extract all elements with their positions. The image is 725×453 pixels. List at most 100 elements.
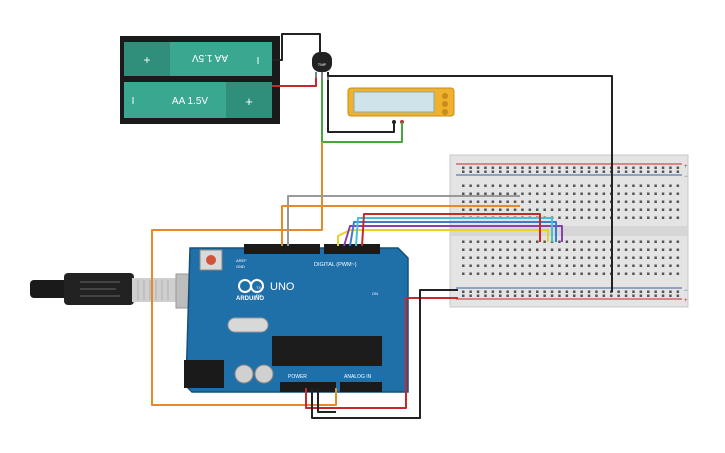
- breadboard-hole: [565, 256, 569, 259]
- wire-black-sensor: [327, 72, 613, 292]
- breadboard-hole: [469, 184, 472, 187]
- breadboard-hole: [654, 248, 657, 251]
- breadboard-hole: [617, 166, 620, 169]
- breadboard-hole: [543, 248, 546, 251]
- breadboard-hole: [558, 192, 561, 195]
- breadboard-hole: [617, 170, 620, 173]
- breadboard-hole: [580, 256, 583, 259]
- breadboard-hole: [506, 166, 509, 169]
- breadboard-hole: [587, 248, 591, 251]
- breadboard-hole: [550, 248, 554, 251]
- breadboard-hole: [521, 272, 524, 275]
- breadboard-hole: [543, 240, 546, 243]
- breadboard-hole: [484, 166, 487, 169]
- breadboard-hole: [587, 290, 591, 293]
- breadboard-hole: [513, 240, 517, 243]
- multimeter[interactable]: [347, 87, 455, 124]
- breadboard-hole: [558, 200, 561, 203]
- breadboard-hole: [602, 290, 606, 293]
- breadboard-hole: [587, 264, 591, 267]
- breadboard-hole: [661, 248, 665, 251]
- breadboard-hole: [580, 170, 583, 173]
- breadboard-hole: [654, 216, 657, 219]
- breadboard-hole: [558, 248, 561, 251]
- breadboard-hole: [676, 170, 680, 173]
- breadboard-hole: [491, 240, 495, 243]
- breadboard-hole: [617, 216, 620, 219]
- breadboard-hole: [462, 170, 465, 173]
- breadboard-hole: [602, 264, 606, 267]
- breadboard-hole: [580, 272, 583, 275]
- breadboard-hole: [528, 290, 532, 293]
- breadboard-hole: [469, 294, 472, 297]
- breadboard-hole: [595, 272, 598, 275]
- breadboard-hole: [558, 208, 561, 211]
- bb-minus-top: −: [684, 174, 688, 180]
- breadboard-hole: [654, 170, 657, 173]
- breadboard-hole: [462, 200, 465, 203]
- breadboard-hole: [528, 166, 532, 169]
- breadboard-hole: [647, 184, 650, 187]
- breadboard-hole: [499, 184, 502, 187]
- breadboard-hole: [602, 166, 606, 169]
- breadboard-hole: [617, 240, 620, 243]
- breadboard-hole: [602, 294, 606, 297]
- breadboard-hole: [506, 240, 509, 243]
- breadboard-hole: [462, 184, 465, 187]
- breadboard-hole: [484, 192, 487, 195]
- breadboard-hole: [536, 184, 539, 187]
- breadboard-hole: [536, 256, 539, 259]
- breadboard-hole: [550, 264, 554, 267]
- breadboard-hole: [476, 192, 480, 195]
- breadboard-hole: [558, 264, 561, 267]
- aref-label: AREF: [236, 258, 247, 263]
- breadboard-hole: [476, 208, 480, 211]
- breadboard-hole: [484, 240, 487, 243]
- breadboard-hole: [476, 294, 480, 297]
- breadboard-hole: [647, 264, 650, 267]
- wire-yellow: [337, 229, 549, 246]
- breadboard-hole: [565, 216, 569, 219]
- breadboard-hole: [491, 208, 495, 211]
- breadboard-hole: [528, 200, 532, 203]
- breadboard-hole: [632, 208, 635, 211]
- bb-plus-top: +: [684, 164, 688, 170]
- breadboard-hole: [491, 256, 495, 259]
- breadboard-hole: [513, 200, 517, 203]
- breadboard-hole: [580, 240, 583, 243]
- breadboard-hole: [536, 170, 539, 173]
- breadboard-hole: [632, 290, 635, 293]
- breadboard-hole: [513, 170, 517, 173]
- breadboard-hole: [676, 240, 680, 243]
- breadboard-hole: [632, 216, 635, 219]
- breadboard-hole: [565, 240, 569, 243]
- breadboard-hole: [624, 290, 628, 293]
- breadboard-hole: [469, 170, 472, 173]
- breadboard-hole: [632, 272, 635, 275]
- battery-pack[interactable]: + I AA 1.5V I AA 1.5V +: [120, 36, 280, 124]
- wire-black-gnd: [311, 289, 458, 419]
- breadboard-hole: [617, 200, 620, 203]
- breadboard-hole: [632, 240, 635, 243]
- breadboard-hole: [550, 256, 554, 259]
- breadboard-hole: [587, 272, 591, 275]
- breadboard-hole: [617, 294, 620, 297]
- breadboard-hole: [661, 240, 665, 243]
- breadboard-hole: [491, 294, 495, 297]
- breadboard-hole: [528, 240, 532, 243]
- breadboard-hole: [676, 264, 680, 267]
- arduino-board[interactable]: ARDUINO UNO DIGITAL (PWM~) POWER ANALOG …: [184, 244, 409, 393]
- tmp-sensor[interactable]: TMP: [312, 52, 332, 82]
- breadboard-hole: [543, 264, 546, 267]
- breadboard-hole: [476, 256, 480, 259]
- breadboard-hole: [573, 216, 576, 219]
- breadboard-hole: [587, 192, 591, 195]
- breadboard-hole: [639, 200, 643, 203]
- breadboard-hole: [499, 200, 502, 203]
- breadboard-hole: [476, 166, 480, 169]
- breadboard-hole: [462, 166, 465, 169]
- breadboard-hole: [528, 208, 532, 211]
- breadboard-hole: [536, 200, 539, 203]
- breadboard-hole: [536, 264, 539, 267]
- breadboard-hole: [624, 256, 628, 259]
